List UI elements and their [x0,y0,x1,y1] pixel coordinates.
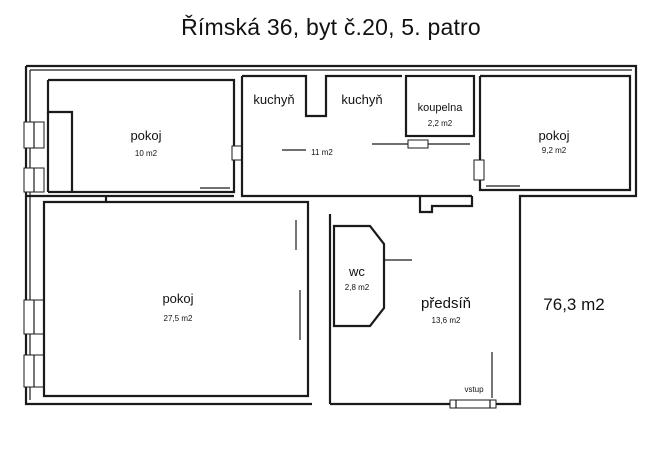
room-name-koupelna: koupelna [418,102,464,114]
room-walls-koupelna [372,74,476,149]
room-area-predsin: 13,6 m2 [432,316,461,325]
room-walls-wc [332,224,412,328]
total-area: 76,3 m2 [543,295,604,314]
room-walls-predsin [328,214,493,404]
room-name-pokoj-9: pokoj [538,128,569,143]
room-area-koupelna: 2,2 m2 [428,119,453,128]
room-name-pokoj-10: pokoj [130,128,161,143]
room-name-pokoj-big: pokoj [162,291,193,306]
room-walls-pokoj-9 [473,74,632,192]
room-area-pokoj-10: 10 m2 [135,149,158,158]
entrance-label: vstup [464,385,484,394]
room-name-kuchyn-left: kuchyň [253,92,294,107]
entrance-door [449,399,497,409]
room-name-wc: wc [348,264,365,279]
room-walls-pokoj-10 [46,78,243,194]
room-area-pokoj-big: 27,5 m2 [164,314,193,323]
room-area-kuchyn: 11 m2 [311,148,333,157]
plan-title: Římská 36, byt č.20, 5. patro [181,14,481,40]
room-name-kuchyn-right: kuchyň [341,92,382,107]
left-windows [23,121,45,388]
room-name-predsin: předsíň [421,295,471,312]
hallway-notch [418,196,474,214]
room-walls-kuchyn [240,74,472,198]
room-area-wc: 2,8 m2 [345,283,370,292]
room-walls-pokoj-big [42,196,310,398]
room-area-pokoj-9: 9,2 m2 [542,146,567,155]
